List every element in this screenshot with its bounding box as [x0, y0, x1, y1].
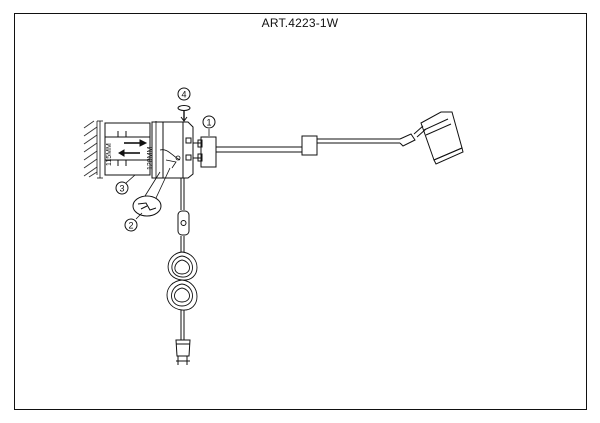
mounting-plate [104, 122, 151, 176]
lamp-head [413, 111, 464, 165]
frame-border [14, 13, 587, 410]
callout-3-label: 3 [119, 184, 124, 194]
callout-1-label: 1 [206, 118, 211, 128]
callout-3: 3 [115, 181, 129, 195]
lamp-housing [151, 121, 194, 179]
arm-bracket [193, 136, 217, 168]
height-dimension-label: 115MM [106, 143, 113, 166]
coiled-cord [166, 251, 198, 311]
plug-cord [175, 310, 191, 365]
internal-wiring [159, 149, 181, 169]
callout-2-label: 2 [128, 221, 133, 231]
callout-4: 4 [177, 87, 191, 101]
height-dimension [97, 120, 103, 179]
power-cord [177, 178, 190, 252]
top-screw [177, 105, 191, 122]
lamp-arm [216, 133, 416, 156]
wire-detail-bubble [132, 167, 171, 217]
wall-hatch [83, 120, 98, 178]
depth-dimension-label: 120MM [147, 146, 154, 170]
callout-2: 2 [124, 218, 138, 232]
callout-1: 1 [202, 115, 216, 129]
callout-leaders [125, 129, 210, 220]
callout-4-label: 4 [181, 90, 186, 100]
wall-screws [118, 139, 148, 157]
article-title: ART.4223-1W [261, 16, 339, 30]
